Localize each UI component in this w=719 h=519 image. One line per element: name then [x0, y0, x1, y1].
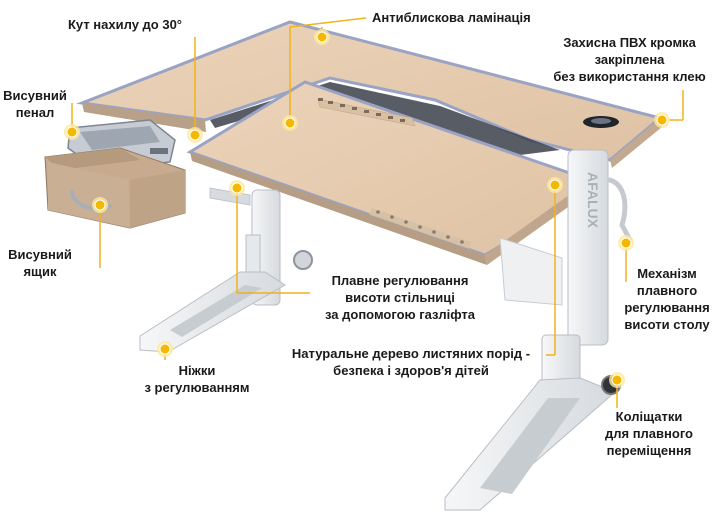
label-casters: Коліщатки для плавного переміщення — [604, 409, 694, 458]
crank-handle-icon — [607, 177, 633, 243]
marker-dot-tilt — [187, 127, 203, 143]
marker-dot-wood — [547, 177, 563, 193]
right-leg-frame: AFALUX — [444, 149, 633, 511]
label-tilt-angle: Кут нахилу до 30° — [68, 17, 182, 32]
label-legs: Ніжки з регулюванням — [144, 363, 250, 395]
tabletop-icons — [318, 98, 405, 122]
marker-dot-drawer — [92, 197, 108, 213]
label-gas-lift: Плавне регулювання висоти стільниці за д… — [325, 273, 475, 322]
marker-dot-anti-glare — [314, 29, 330, 45]
marker-dot-gas-lift — [229, 180, 245, 196]
drawer — [44, 147, 186, 229]
marker-dot-tabletop — [282, 115, 298, 131]
marker-dot-pvc-edge — [654, 112, 670, 128]
label-pvc-edge: Захисна ПВХ кромка закріплена без викори… — [553, 35, 706, 84]
label-wood: Натуральне дерево листяних порід - безпе… — [291, 346, 531, 378]
marker-dot-casters — [609, 372, 625, 388]
side-brand-text: AFALUX — [585, 172, 601, 229]
adjust-knob-icon — [293, 250, 313, 270]
label-drawer: Висувний ящик — [8, 247, 72, 279]
left-leg-frame — [139, 187, 313, 353]
marker-dot-pencil-case — [64, 124, 80, 140]
label-pencil-case: Висувний пенал — [3, 88, 67, 120]
label-anti-glare: Антиблискова ламінація — [372, 10, 531, 25]
marker-dot-mechanism — [618, 235, 634, 251]
marker-dot-legs — [157, 341, 173, 357]
marker-dots — [64, 29, 670, 388]
label-mechanism: Механізм плавного регулювання висоти сто… — [624, 266, 710, 332]
ruler-strip — [369, 208, 472, 249]
